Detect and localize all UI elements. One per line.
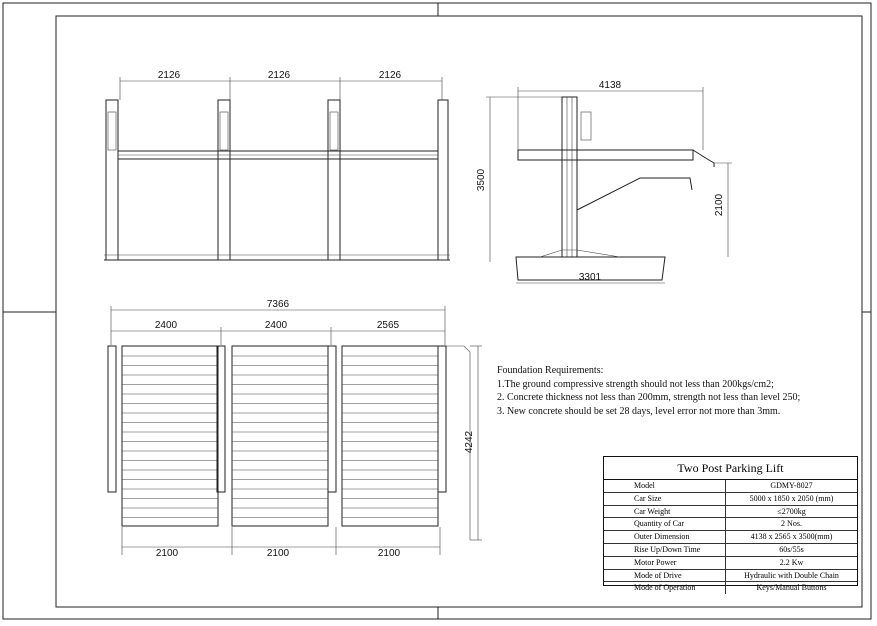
front-posts xyxy=(105,99,449,261)
spec-value: ≤2700kg xyxy=(777,506,806,516)
front-dim-2: 2126 xyxy=(268,70,291,81)
side-base xyxy=(515,256,666,281)
spec-value: Hydraulic with Double Chain xyxy=(744,570,839,580)
front-dim-1: 2126 xyxy=(158,70,181,81)
spec-value: GDMY-8027 xyxy=(770,481,813,490)
spec-key: Car Weight xyxy=(604,505,726,518)
top-dim-3: 2565 xyxy=(377,320,400,331)
foundation-item-2: 2. Concrete thickness not less than 200m… xyxy=(497,392,801,403)
top-platforms xyxy=(121,345,439,527)
top-dim-2: 2400 xyxy=(265,320,288,331)
spec-value: 4138 x 2565 x 3500(mm) xyxy=(750,532,833,542)
spec-key: Outer Dimension xyxy=(604,531,726,543)
spec-row: Model GDMY-8027 xyxy=(604,480,857,493)
top-dim-1: 2400 xyxy=(155,320,178,331)
spec-key: Rise Up/Down Time xyxy=(604,543,726,556)
bottom-dim-3: 2100 xyxy=(378,548,401,559)
spec-key: Mode of Operation xyxy=(604,582,726,595)
outer-border xyxy=(2,2,872,620)
side-platform xyxy=(517,149,694,161)
side-dim-width: 4138 xyxy=(599,80,622,91)
platform-3 xyxy=(341,345,439,527)
front-view: 2126 2126 2126 xyxy=(104,70,450,261)
top-dim-overall: 7366 xyxy=(267,299,290,310)
side-dim-base: 3301 xyxy=(579,272,602,283)
side-post xyxy=(561,96,578,258)
foundation-requirements: Foundation Requirements: 1.The ground co… xyxy=(497,364,800,418)
spec-value: 60s/55s xyxy=(779,544,804,554)
spec-row: Mode of Operation Keys/Manual Buttons xyxy=(604,582,857,595)
side-dim-height: 3500 xyxy=(476,168,487,191)
spec-row: Motor Power 2.2 Kw xyxy=(604,556,857,570)
bottom-dim-1: 2100 xyxy=(156,548,179,559)
spec-value: 2 Nos. xyxy=(781,519,802,529)
side-view: 4138 3500 2100 3301 xyxy=(476,80,732,284)
spec-row: Rise Up/Down Time 60s/55s xyxy=(604,543,857,557)
front-dim-3: 2126 xyxy=(379,70,402,81)
spec-value: 2.2 Kw xyxy=(779,557,804,567)
spec-key: Model xyxy=(604,480,726,492)
platform-1 xyxy=(121,345,219,527)
spec-row: Mode of Drive Hydraulic with Double Chain xyxy=(604,569,857,583)
top-view: 7366 2400 2400 2565 4242 2100 2100 2100 xyxy=(107,299,482,559)
spec-key: Car Size xyxy=(604,492,726,505)
spec-row: Car Weight ≤2700kg xyxy=(604,505,857,519)
spec-key: Mode of Drive xyxy=(604,569,726,582)
foundation-item-1: 1.The ground compressive strength should… xyxy=(497,378,774,390)
spec-key: Motor Power xyxy=(604,556,726,569)
spec-row: Outer Dimension 4138 x 2565 x 3500(mm) xyxy=(604,531,857,544)
bottom-dim-2: 2100 xyxy=(267,548,290,559)
spec-value: 5000 x 1850 x 2050 (mm) xyxy=(749,493,834,503)
title-block-title: Two Post Parking Lift xyxy=(604,457,857,480)
spec-key: Quantity of Car xyxy=(604,518,726,531)
side-dim-platform-height: 2100 xyxy=(714,193,725,216)
foundation-item-3: 3. New concrete should be set 28 days, l… xyxy=(497,405,781,417)
spec-row: Car Size 5000 x 1850 x 2050 (mm) xyxy=(604,492,857,506)
top-dim-depth: 4242 xyxy=(464,430,475,453)
spec-value: Keys/Manual Buttons xyxy=(756,583,827,593)
foundation-heading: Foundation Requirements: xyxy=(497,365,604,376)
spec-row: Quantity of Car 2 Nos. xyxy=(604,518,857,532)
platform-2 xyxy=(231,345,329,527)
